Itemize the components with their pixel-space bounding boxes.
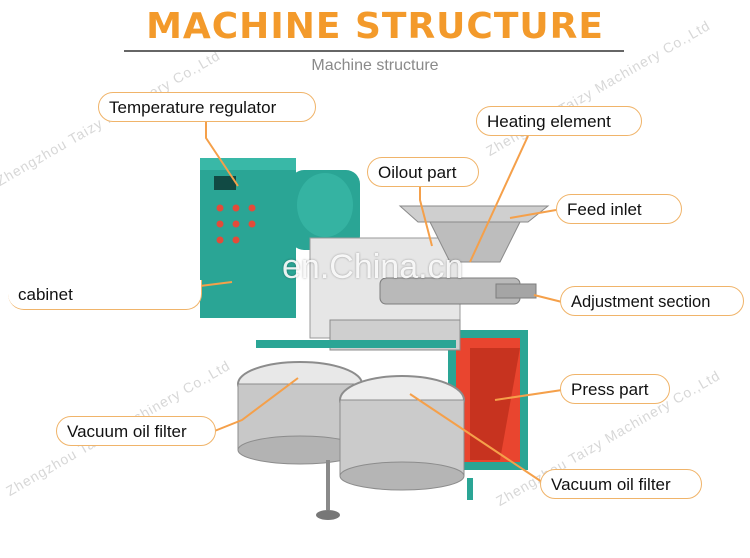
label-temperature-regulator: Temperature regulator: [98, 92, 316, 122]
label-feed-inlet: Feed inlet: [556, 194, 682, 224]
control-cabinet: [200, 158, 296, 318]
label-oilout-part: Oilout part: [367, 157, 479, 187]
label-adjustment-section: Adjustment section: [560, 286, 744, 316]
label-cabinet: cabinet: [8, 280, 202, 310]
motor-housing: [290, 170, 360, 250]
filter-tank-right: [339, 375, 465, 491]
page-title: MACHINE STRUCTURE: [146, 6, 604, 47]
label-vacuum-oil-filter-left: Vacuum oil filter: [56, 416, 216, 446]
title-divider: [124, 50, 624, 52]
page-subtitle: Machine structure: [311, 57, 439, 74]
label-heating-element: Heating element: [476, 106, 642, 136]
label-press-part: Press part: [560, 374, 670, 404]
feed-hopper: [398, 205, 550, 263]
press-frame: [448, 330, 528, 470]
watermark-site: en.China.cn: [282, 248, 464, 286]
label-vacuum-oil-filter-right: Vacuum oil filter: [540, 469, 702, 499]
